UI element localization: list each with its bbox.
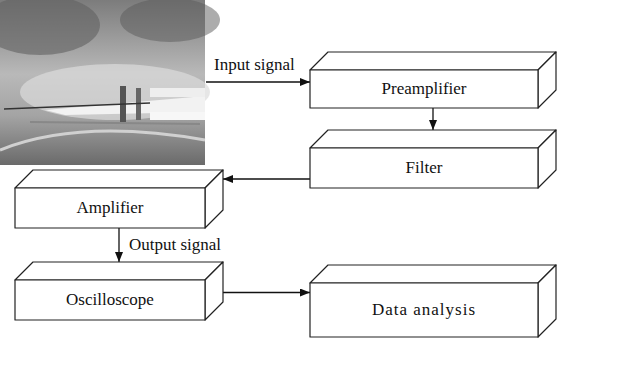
input-arrow (206, 81, 310, 82)
box-front-face (310, 148, 538, 188)
box-side-face (205, 170, 223, 228)
photo-highlight (20, 64, 210, 120)
box-text-area: Preamplifier (310, 70, 538, 108)
process-box: Amplifier (15, 170, 223, 228)
box-side-face (538, 52, 556, 108)
box-text-area: Filter (310, 148, 538, 188)
box-side-face (205, 262, 223, 320)
signal-label: Input signal (212, 55, 297, 75)
process-box: Filter (310, 130, 556, 188)
photo-shadow (120, 0, 220, 42)
microscope-photo (0, 0, 220, 165)
box-top-face (310, 52, 556, 70)
process-box: Oscilloscope (15, 262, 223, 320)
photo-dish-rim (0, 131, 205, 150)
box-text-area: Data analysis (310, 283, 538, 337)
process-box: Data analysis (310, 265, 556, 337)
signal-arrow (223, 292, 310, 293)
box-text-area: Amplifier (15, 188, 205, 228)
photo-edge (30, 122, 200, 124)
box-label: Amplifier (76, 198, 143, 218)
photo-shadow (0, 0, 100, 55)
box-front-face (15, 280, 205, 320)
box-side-face (538, 130, 556, 188)
signal-arrow (223, 178, 310, 179)
box-label: Oscilloscope (66, 290, 154, 310)
electrode-part (150, 112, 205, 120)
box-text-area: Oscilloscope (15, 280, 205, 320)
box-top-face (310, 265, 556, 283)
box-label: Preamplifier (382, 79, 467, 99)
box-side-face (538, 265, 556, 337)
box-top-face (15, 170, 223, 188)
box-front-face (15, 188, 205, 228)
box-front-face (310, 70, 538, 108)
signal-label: Output signal (127, 235, 223, 255)
signal-arrow (432, 108, 433, 130)
box-label: Data analysis (372, 300, 476, 320)
process-box: Preamplifier (310, 52, 556, 108)
box-top-face (310, 130, 556, 148)
electrode-part (150, 88, 205, 97)
box-top-face (15, 262, 223, 280)
box-front-face (310, 283, 538, 337)
signal-arrow (118, 228, 119, 262)
box-label: Filter (406, 158, 443, 178)
microelectrode-needle (4, 103, 150, 109)
